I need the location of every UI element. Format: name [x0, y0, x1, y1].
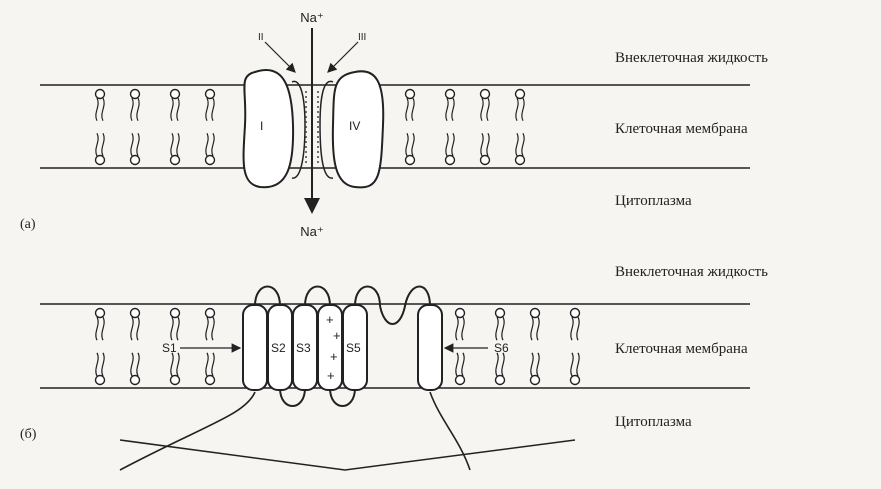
- pore-dot: [305, 116, 307, 118]
- label-extracellular-b: Внеклеточная жидкость: [615, 264, 768, 280]
- segment-s2-label: S2: [271, 341, 286, 355]
- pore-dot: [317, 151, 319, 153]
- pore-dot: [305, 106, 307, 108]
- pore-dot: [317, 121, 319, 123]
- pore-dot: [317, 141, 319, 143]
- phospholipid: [531, 309, 540, 385]
- segment-s3-label: S3: [296, 341, 311, 355]
- pore-dot: [317, 156, 319, 158]
- na-bottom-label: Na⁺: [300, 224, 323, 239]
- label-membrane-b: Клеточная мембрана: [615, 341, 748, 357]
- pore-dot: [305, 151, 307, 153]
- pore-dot: [317, 131, 319, 133]
- pore-dot: [317, 146, 319, 148]
- phospholipid: [96, 90, 105, 165]
- phospholipid: [456, 309, 465, 385]
- panel-b: S1 S2 S3 S5 S6 + + + + (б) Внеклеточная …: [20, 264, 768, 470]
- charge-plus-3: +: [330, 349, 338, 364]
- phospholipid: [571, 309, 580, 385]
- pore-dot: [305, 156, 307, 158]
- panel-a-tag: (a): [20, 217, 36, 232]
- lipid-bilayer-right-a: [406, 90, 525, 165]
- loop-s5-p: [355, 287, 380, 307]
- segment-s5-label: S5: [346, 341, 361, 355]
- pore-dot: [305, 91, 307, 93]
- lipid-bilayer-right-b: [456, 309, 580, 385]
- pore-dot: [317, 91, 319, 93]
- pointer-ii: [265, 42, 295, 72]
- phospholipid: [446, 90, 455, 165]
- pore-dot: [305, 136, 307, 138]
- phospholipid: [131, 90, 140, 165]
- charge-plus-1: +: [326, 312, 334, 327]
- phospholipid: [516, 90, 525, 165]
- pore-dot: [305, 141, 307, 143]
- pore-dot: [317, 161, 319, 163]
- segment-s6-label: S6: [494, 341, 509, 355]
- pore-dot: [317, 106, 319, 108]
- panel-a: Na⁺ Na⁺ I II III IV (a) Внеклеточная жид…: [20, 10, 768, 239]
- loop-s1-s2: [255, 287, 280, 307]
- segment-s1-helix: [243, 305, 267, 390]
- label-cytoplasm-b: Цитоплазма: [615, 414, 692, 430]
- label-extracellular-a: Внеклеточная жидкость: [615, 50, 768, 66]
- panel-b-tag: (б): [20, 427, 37, 442]
- domain-iv-label: IV: [349, 119, 360, 133]
- phospholipid: [406, 90, 415, 165]
- charge-plus-2: +: [333, 328, 341, 343]
- segment-s1-label: S1: [162, 341, 177, 355]
- phospholipid: [206, 309, 215, 385]
- label-cytoplasm-a: Цитоплазма: [615, 193, 692, 209]
- phospholipid: [206, 90, 215, 165]
- pore-dot: [317, 126, 319, 128]
- domain-iii-shape: [320, 81, 333, 178]
- loop-s3-s4: [305, 287, 330, 307]
- phospholipid: [96, 309, 105, 385]
- pore-dot: [305, 111, 307, 113]
- pore-dot: [305, 101, 307, 103]
- lipid-bilayer-left-a: [96, 90, 215, 165]
- pore-dot: [305, 131, 307, 133]
- phospholipid: [481, 90, 490, 165]
- domain-ii-label: II: [258, 32, 264, 43]
- na-top-label: Na⁺: [300, 10, 323, 25]
- label-membrane-a: Клеточная мембрана: [615, 121, 748, 137]
- segment-s6-helix: [418, 305, 442, 390]
- pore-dot: [317, 116, 319, 118]
- pore-dot: [305, 96, 307, 98]
- domain-bracket: [120, 440, 575, 470]
- pore-dot: [305, 146, 307, 148]
- pore-dot: [317, 101, 319, 103]
- phospholipid: [171, 90, 180, 165]
- pore-dot: [317, 111, 319, 113]
- pore-dot: [305, 121, 307, 123]
- pointer-iii: [328, 42, 358, 72]
- n-terminal-tail: [120, 392, 255, 470]
- phospholipid: [131, 309, 140, 385]
- domain-i-shape: [244, 70, 294, 187]
- pore-dot: [317, 96, 319, 98]
- charge-plus-4: +: [327, 368, 335, 383]
- domain-i-label: I: [260, 119, 263, 133]
- pore-dot: [305, 161, 307, 163]
- domain-iii-label: III: [358, 32, 366, 43]
- pore-dot: [305, 126, 307, 128]
- lipid-bilayer-left-b: [96, 309, 215, 385]
- pore-dot: [317, 136, 319, 138]
